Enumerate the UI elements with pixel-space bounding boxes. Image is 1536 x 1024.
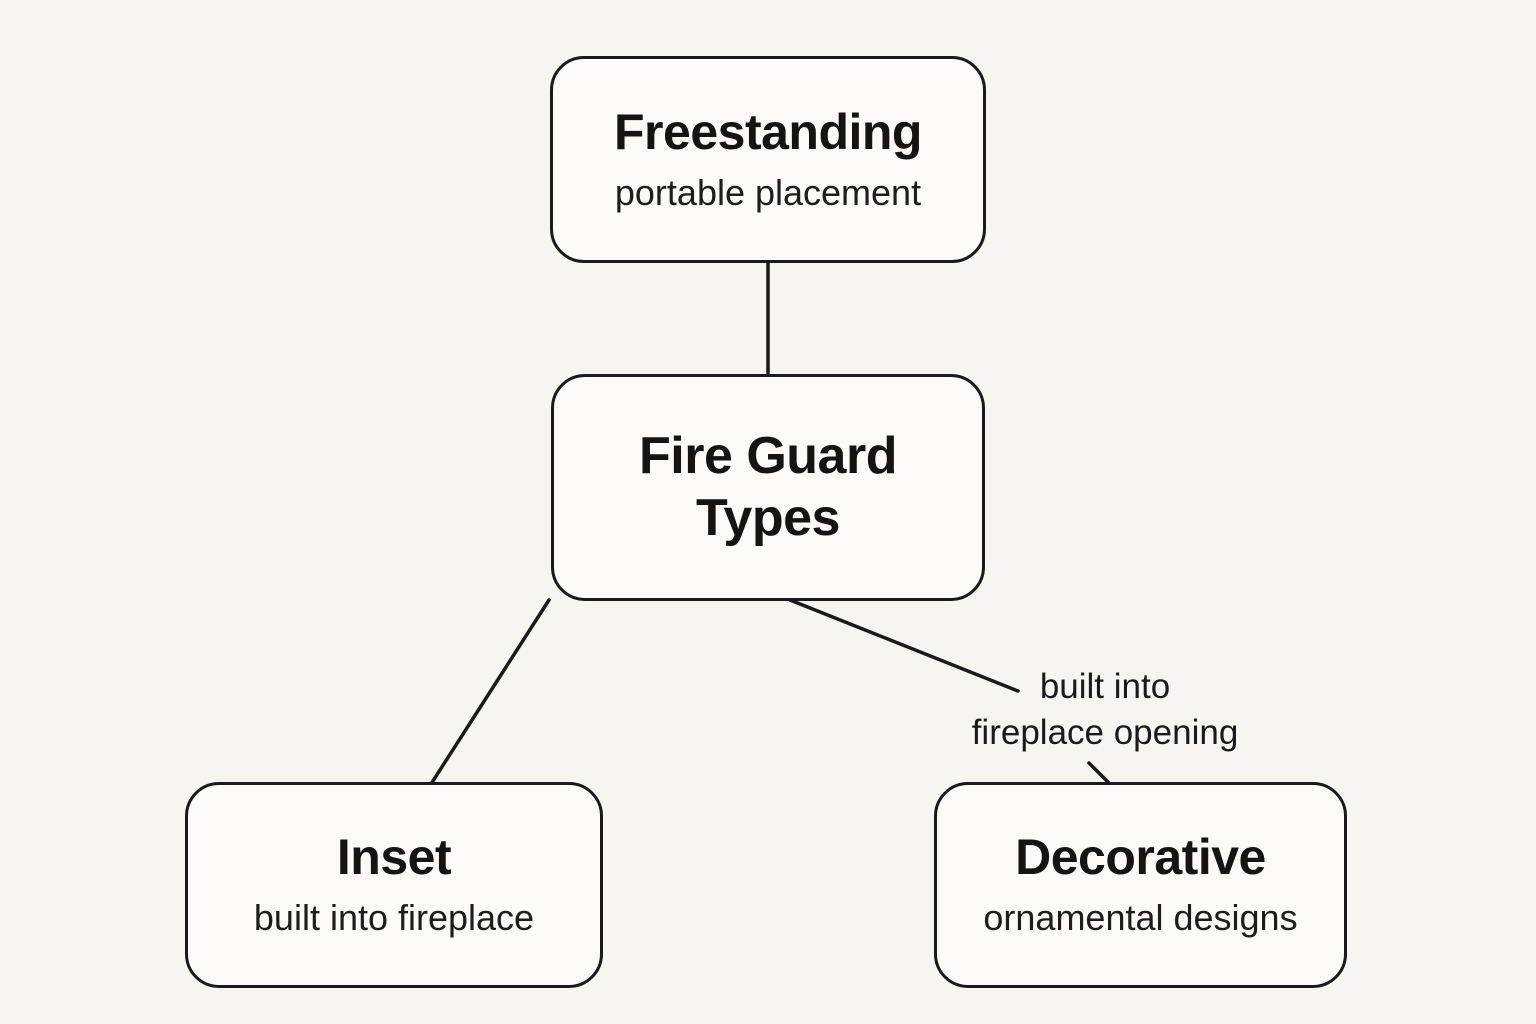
- node-freestanding-title: Freestanding: [614, 103, 922, 160]
- node-decorative: Decorative ornamental designs: [934, 782, 1347, 988]
- node-freestanding-description: portable placement: [614, 171, 922, 213]
- edge-root-decorative-upper: [788, 598, 1020, 693]
- node-inset-title: Inset: [336, 829, 452, 886]
- edge-root-decorative-lower: [1087, 761, 1112, 786]
- node-freestanding: Freestanding portable placement: [550, 56, 986, 263]
- node-decorative-description: ornamental designs: [983, 897, 1298, 939]
- edge-label-decorative: built into fireplace opening: [920, 664, 1290, 755]
- edge-root-inset: [429, 598, 551, 786]
- node-decorative-title: Decorative: [1015, 829, 1266, 886]
- edge-label-line-2: fireplace opening: [971, 712, 1239, 752]
- node-inset: Inset built into fireplace: [185, 782, 603, 988]
- node-inset-description: built into fireplace: [253, 897, 535, 939]
- edge-label-line-1: built into: [1039, 667, 1171, 706]
- node-fire-guard-types-title: Fire Guard Types: [639, 427, 897, 547]
- node-fire-guard-types: Fire Guard Types: [551, 374, 985, 601]
